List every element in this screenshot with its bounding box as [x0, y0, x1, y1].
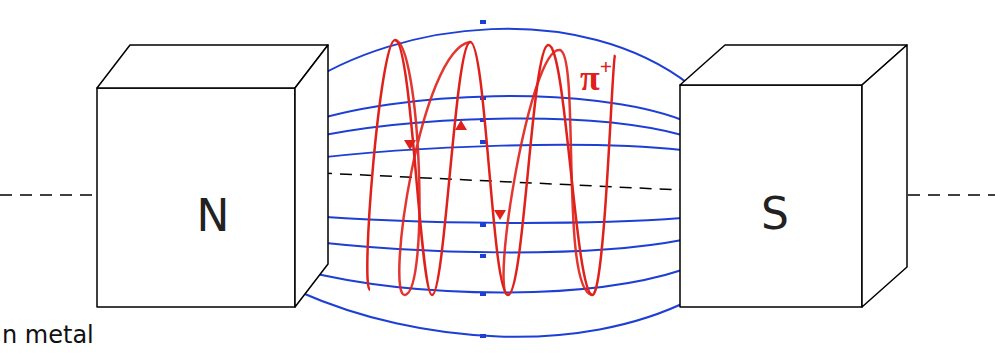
magnet-block [678, 43, 908, 309]
note-text: n metal [2, 321, 94, 349]
helix-track [367, 40, 615, 295]
magnet-pole: N [95, 43, 328, 309]
particle-label: π+ [580, 55, 612, 99]
block-front [680, 85, 862, 307]
helix-arrows [404, 120, 506, 220]
pole-letter: N [197, 190, 230, 241]
block-front [97, 88, 295, 307]
block-top [97, 45, 328, 88]
field-arrows [480, 20, 486, 338]
block-side [862, 45, 907, 307]
magnet-pole: S [678, 43, 908, 309]
field-lines [300, 29, 690, 337]
block-side [295, 45, 328, 307]
magnet-block [95, 43, 328, 309]
pole-letter: S [761, 188, 789, 239]
